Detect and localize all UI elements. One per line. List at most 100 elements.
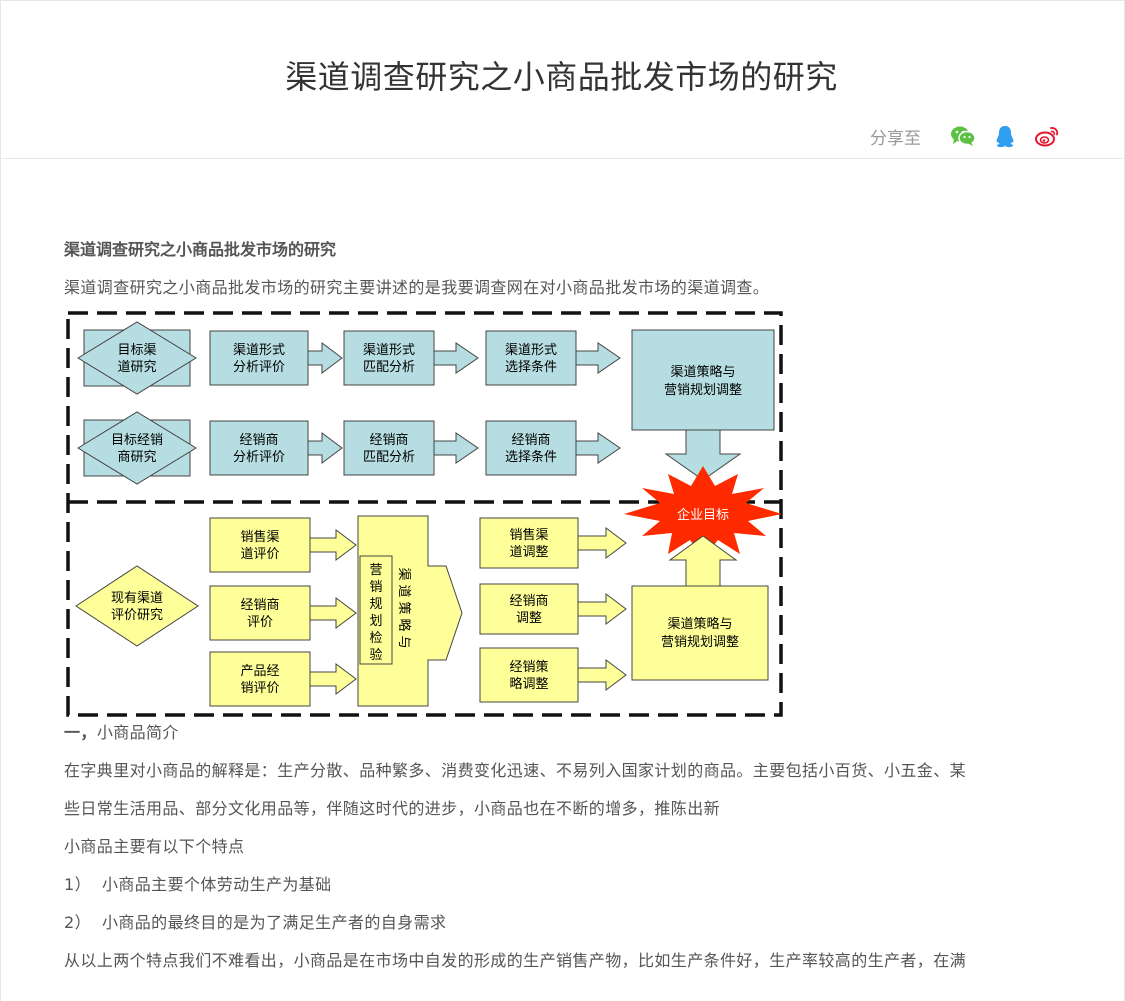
svg-text:与: 与 [396,635,411,648]
arrow-r1-2 [433,342,479,374]
svg-text:匹配分析: 匹配分析 [363,450,415,465]
box-dealer-adjust: 经销商 调整 [479,583,579,635]
svg-text:目标经销: 目标经销 [111,433,163,448]
svg-text:企业目标: 企业目标 [677,507,729,523]
svg-text:道调整: 道调整 [509,545,548,560]
svg-text:经销商: 经销商 [239,433,278,448]
share-label: 分享至 [870,128,921,149]
enterprise-goal-starburst: 企业目标 [624,466,782,558]
svg-text:验: 验 [369,647,382,663]
list-item-2: 2） 小商品的最终目的是为了满足生产者的自身需求 [64,904,1064,942]
arrow-eval-3 [309,663,357,695]
arrow-eval-2 [309,597,357,629]
section-heading: 一，小商品简介 [64,714,1064,752]
section-prefix: 一， [64,723,97,742]
svg-text:经销商: 经销商 [511,433,550,448]
svg-text:略调整: 略调整 [509,676,548,692]
svg-text:道评价: 道评价 [240,547,279,562]
svg-text:销售渠: 销售渠 [240,529,279,545]
arrow-r2-3 [575,432,621,464]
svg-text:选择条件: 选择条件 [505,359,557,375]
list-item-2-number: 2） [64,913,91,932]
arrow-adj-3 [577,659,627,691]
box-channel-form-select: 渠道形式 选择条件 [485,330,577,386]
vertical-outer-text: 渠 道 策 略 与 [396,567,412,648]
svg-text:经销商: 经销商 [509,594,548,609]
svg-text:渠道策略与: 渠道策略与 [670,364,735,380]
arrow-down-top [664,429,742,481]
box-channel-form-eval: 渠道形式 分析评价 [209,330,309,386]
svg-text:选择条件: 选择条件 [505,449,557,465]
svg-text:调整: 调整 [516,611,542,626]
svg-text:分析评价: 分析评价 [233,450,285,465]
page-title: 渠道调查研究之小商品批发市场的研究 [285,58,838,96]
svg-text:商研究: 商研究 [117,450,156,465]
svg-text:略: 略 [396,618,412,631]
box-dealer-eval-yellow: 经销商 评价 [209,585,311,641]
arrow-adj-1 [577,527,627,559]
svg-text:评价: 评价 [247,615,273,630]
box-dealer-match: 经销商 匹配分析 [343,420,435,476]
strategy-bottom-box: 渠道策略与 营销规划调整 [631,585,769,681]
diamond-existing-channel: 现有渠道 评价研究 [75,565,199,647]
svg-text:营销规划调整: 营销规划调整 [661,635,739,650]
paragraph-3: 从以上两个特点我们不难看出，小商品是在市场中自发的形成的生产销售产物，比如生产条… [64,951,967,970]
box-product-eval: 产品经 销评价 [209,651,311,707]
box-dealer-select: 经销商 选择条件 [485,420,577,476]
diamond-target-dealer: 目标经销 商研究 [77,411,197,485]
svg-text:销评价: 销评价 [240,681,279,696]
svg-text:评价研究: 评价研究 [111,608,163,623]
weibo-icon[interactable] [1033,122,1061,150]
article-header: 渠道调查研究之小商品批发市场的研究 分享至 [0,0,1123,159]
arrow-r2-1 [307,432,343,464]
paragraph-1-line-1: 在字典里对小商品的解释是：生产分散、品种繁多、消费变化迅速、不易列入国家计划的商… [64,761,967,780]
list-item-1: 1） 小商品主要个体劳动生产为基础 [64,866,1064,904]
svg-text:现有渠道: 现有渠道 [111,591,163,606]
svg-text:目标渠: 目标渠 [117,343,156,358]
svg-text:经销商: 经销商 [369,433,408,448]
svg-text:营销规划调整: 营销规划调整 [664,383,742,398]
svg-text:渠: 渠 [396,567,411,580]
svg-text:规: 规 [369,597,382,612]
list-item-1-number: 1） [64,875,91,894]
section-title: 小商品简介 [96,723,179,742]
svg-text:划: 划 [369,614,382,629]
vertical-inner-box [359,555,393,665]
strategy-top-box: 渠道策略与 营销规划调整 [631,329,775,431]
svg-text:营: 营 [369,563,382,578]
box-channel-form-match: 渠道形式 匹配分析 [343,330,435,386]
list-item-1-text: 小商品主要个体劳动生产为基础 [101,875,332,894]
arrow-r2-2 [433,432,479,464]
arrow-adj-2 [577,593,627,625]
svg-text:渠道形式: 渠道形式 [363,343,415,358]
arrow-r1-1 [307,342,343,374]
svg-text:销: 销 [369,580,382,595]
channel-research-diagram: 目标渠 道研究 目标经销 商研究 渠道形式 分析评价 渠道形式 匹配分析 渠道形… [66,311,783,717]
arrow-eval-1 [309,529,357,561]
arrow-r1-3 [575,342,621,374]
vertical-inner-text: 营 销 规 划 检 验 [369,563,382,663]
svg-text:产品经: 产品经 [240,664,279,679]
diamond-target-channel: 目标渠 道研究 [77,321,197,395]
svg-text:道: 道 [396,584,411,597]
svg-text:经销策: 经销策 [509,659,548,675]
article-subtitle: 渠道调查研究之小商品批发市场的研究 [64,240,337,259]
intro-paragraph: 渠道调查研究之小商品批发市场的研究主要讲述的是我要调查网在对小商品批发市场的渠道… [64,278,770,297]
svg-text:分析评价: 分析评价 [233,360,285,375]
svg-text:渠道形式: 渠道形式 [505,343,557,358]
wechat-icon[interactable] [949,122,977,150]
svg-text:销售渠: 销售渠 [509,527,548,543]
svg-text:渠道策略与: 渠道策略与 [667,616,732,632]
svg-text:道研究: 道研究 [117,360,156,375]
svg-text:匹配分析: 匹配分析 [363,360,415,375]
box-dealer-eval: 经销商 分析评价 [209,420,309,476]
box-dealer-strategy-adjust: 经销策 略调整 [479,647,579,703]
paragraph-2: 小商品主要有以下个特点 [64,837,245,856]
box-sales-channel-adjust: 销售渠 道调整 [479,517,579,569]
box-sales-channel-eval: 销售渠 道评价 [209,517,311,573]
paragraph-1-line-2: 些日常生活用品、部分文化用品等，伴随这时代的进步，小商品也在不断的增多，推陈出新 [64,799,721,818]
article-body: 渠道调查研究之小商品批发市场的研究 渠道调查研究之小商品批发市场的研究主要讲述的… [64,240,1064,980]
arrow-up-bottom [668,535,738,587]
qq-icon[interactable] [991,122,1019,150]
svg-text:策: 策 [396,601,412,614]
